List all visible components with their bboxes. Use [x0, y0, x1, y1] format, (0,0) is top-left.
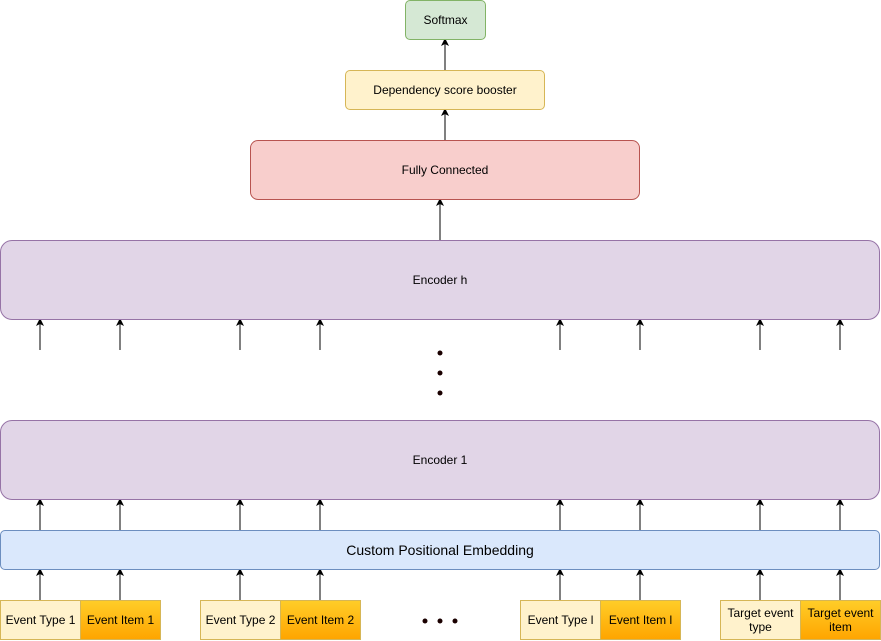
- horizontal-ellipsis-dot: [437, 618, 443, 624]
- event-item-2-token: Event Item 2: [280, 600, 361, 640]
- token-label: Event Item 2: [286, 613, 355, 627]
- token-label: Event Type 1: [5, 613, 76, 627]
- horizontal-ellipsis-dot: [422, 618, 428, 624]
- encoder-h-label: Encoder h: [412, 273, 468, 287]
- encoder-1-node: Encoder 1: [0, 420, 880, 500]
- token-label: Event Item 1: [86, 613, 155, 627]
- token-label: Event Type 2: [205, 613, 276, 627]
- vertical-ellipsis-dot: [437, 390, 443, 396]
- token-label: Target event type: [727, 606, 794, 634]
- encoder-1-label: Encoder 1: [412, 453, 468, 467]
- event-type-l-token: Event Type l: [520, 600, 601, 640]
- fully-connected-node: Fully Connected: [250, 140, 640, 200]
- horizontal-ellipsis-dot: [452, 618, 458, 624]
- event-type-1-token: Event Type 1: [0, 600, 81, 640]
- fully-connected-label: Fully Connected: [401, 163, 489, 177]
- event-item-l-token: Event Item l: [600, 600, 681, 640]
- token-label: Event Item l: [608, 613, 673, 627]
- event-type-2-token: Event Type 2: [200, 600, 281, 640]
- softmax-label: Softmax: [423, 13, 468, 27]
- target-event-type-token: Target event type: [720, 600, 801, 640]
- vertical-ellipsis-dot: [437, 350, 443, 356]
- positional-embedding-node: Custom Positional Embedding: [0, 530, 880, 570]
- event-item-1-token: Event Item 1: [80, 600, 161, 640]
- positional-embedding-label: Custom Positional Embedding: [346, 542, 534, 558]
- target-event-item-token: Target event item: [800, 600, 881, 640]
- token-label: Event Type l: [527, 613, 594, 627]
- dependency-booster-node: Dependency score booster: [345, 70, 545, 110]
- token-label: Target event item: [807, 606, 874, 634]
- softmax-node: Softmax: [405, 0, 486, 40]
- dependency-booster-label: Dependency score booster: [373, 83, 517, 97]
- vertical-ellipsis-dot: [437, 370, 443, 376]
- encoder-h-node: Encoder h: [0, 240, 880, 320]
